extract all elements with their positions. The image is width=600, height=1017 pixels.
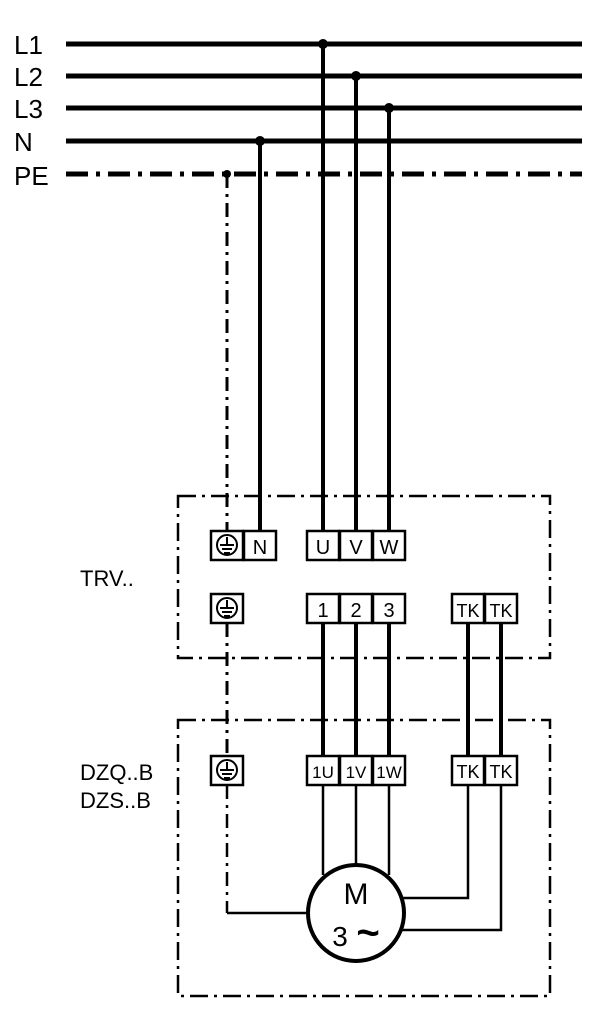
trv-terminal-tk2 bbox=[483, 592, 519, 625]
motor-terminal-tk1-label: TK bbox=[456, 762, 479, 782]
trv-terminal-tk1-label: TK bbox=[456, 601, 479, 621]
bus-label-l2: L2 bbox=[14, 62, 43, 92]
motor-terminal-row: 1U 1V 1W TK TK bbox=[209, 754, 519, 787]
trv-label: TRV.. bbox=[80, 566, 134, 591]
trv-terminal-tk2-label: TK bbox=[489, 601, 512, 621]
trv-bottom-terminal-row: 1 2 3 TK TK bbox=[209, 592, 519, 625]
motor-terminal-1u bbox=[305, 754, 341, 787]
trv-terminal-v bbox=[338, 529, 374, 562]
motor-phase-count: 3 bbox=[332, 921, 348, 952]
trv-terminal-n bbox=[242, 529, 278, 562]
trv-terminal-2-label: 2 bbox=[350, 600, 361, 622]
motor-unit-label-line1: DZQ..B bbox=[80, 760, 153, 785]
earth-icon bbox=[216, 534, 238, 556]
trv-terminal-1-label: 1 bbox=[317, 600, 328, 622]
motor-letter: M bbox=[344, 878, 369, 911]
motor-terminal-1v-label: 1V bbox=[346, 763, 367, 782]
bus-label-n: N bbox=[14, 127, 33, 157]
earth-icon bbox=[216, 597, 238, 619]
trv-terminal-u bbox=[305, 529, 341, 562]
motor-wire-tk1 bbox=[402, 785, 470, 900]
trv-terminal-3 bbox=[371, 592, 407, 625]
trv-terminal-n-label: N bbox=[253, 537, 267, 559]
trv-terminal-2 bbox=[338, 592, 374, 625]
trv-enclosure bbox=[176, 494, 552, 660]
trv-top-terminal-row: N U V W bbox=[209, 529, 407, 562]
trv-terminal-u-label: U bbox=[316, 537, 330, 559]
motor-terminal-1u-label: 1U bbox=[312, 763, 334, 782]
motor-unit-enclosure bbox=[176, 718, 552, 998]
motor-symbol: M 3 ~ bbox=[306, 863, 406, 963]
bus-label-l3: L3 bbox=[14, 94, 43, 124]
motor-wire-tk2 bbox=[402, 785, 503, 932]
bus-label-pe: PE bbox=[14, 161, 49, 191]
trv-terminal-w bbox=[371, 529, 407, 562]
trv-terminal-v-label: V bbox=[349, 537, 363, 559]
trv-terminal-w-label: W bbox=[380, 537, 399, 559]
motor-terminal-tk2-label: TK bbox=[489, 762, 512, 782]
earth-icon bbox=[216, 759, 238, 781]
motor-ac-symbol: ~ bbox=[356, 911, 379, 955]
bus-label-l1: L1 bbox=[14, 30, 43, 60]
motor-unit-label-line2: DZS..B bbox=[80, 788, 151, 813]
motor-terminal-1w-label: 1W bbox=[376, 763, 402, 782]
motor-circle bbox=[306, 863, 406, 963]
trv-terminal-3-label: 3 bbox=[383, 600, 394, 622]
